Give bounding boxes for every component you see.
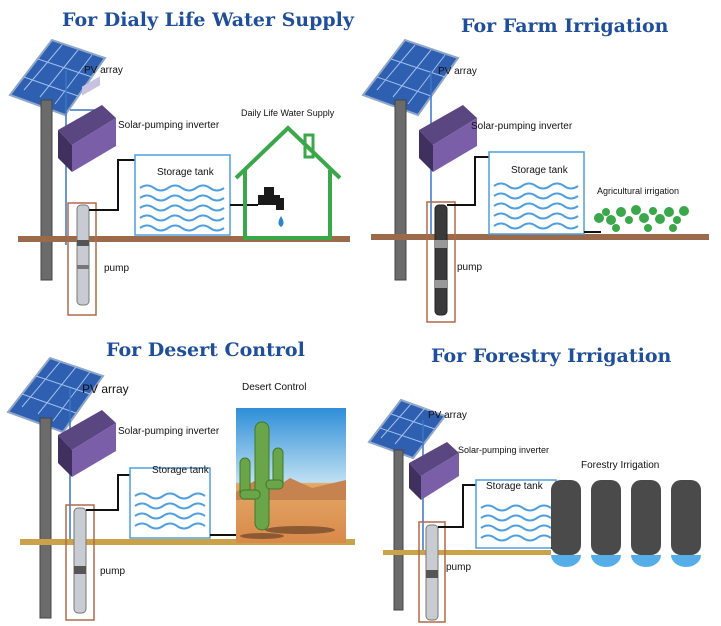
pole bbox=[39, 417, 52, 619]
inverter-icon bbox=[419, 105, 477, 172]
pole bbox=[394, 99, 407, 281]
pole bbox=[393, 449, 404, 611]
use-label: Agricultural irrigation bbox=[597, 186, 680, 196]
inverter-label: Solar-pumping inverter bbox=[118, 120, 220, 131]
well bbox=[418, 521, 446, 623]
storage-tank-label: Storage tank bbox=[486, 481, 543, 492]
storage-tank-icon bbox=[475, 479, 557, 549]
solar-panel-icon bbox=[361, 38, 460, 117]
daily-water-diagram bbox=[8, 38, 350, 316]
pv-array-label: PV array bbox=[438, 66, 477, 77]
storage-tank-icon bbox=[129, 467, 211, 539]
pump-label: pump bbox=[100, 566, 126, 577]
use-label: Forestry Irrigation bbox=[581, 460, 660, 471]
solar-panel-icon bbox=[367, 398, 447, 460]
pv-array-label: PV array bbox=[82, 382, 129, 396]
well bbox=[67, 202, 97, 316]
pv-array-label: PV array bbox=[428, 410, 467, 421]
pump-label: pump bbox=[457, 262, 483, 273]
desert-scene-image bbox=[236, 408, 346, 543]
panel-farm-irrigation: For Farm Irrigation PV array Solar-pumpi… bbox=[361, 0, 721, 330]
storage-tank-icon bbox=[134, 154, 231, 236]
inverter-icon bbox=[58, 76, 116, 172]
panel-daily-water-supply: For Dialy Life Water Supply PV array Sol… bbox=[0, 0, 360, 320]
storage-tank-label: Storage tank bbox=[157, 167, 214, 178]
inverter-label: Solar-pumping inverter bbox=[458, 445, 550, 455]
pole bbox=[40, 99, 53, 281]
inverter-label: Solar-pumping inverter bbox=[471, 121, 573, 132]
ground bbox=[18, 236, 350, 242]
panel-title: For Dialy Life Water Supply bbox=[62, 9, 354, 31]
farm-irrigation-diagram bbox=[361, 38, 709, 323]
use-label: Daily Life Water Supply bbox=[241, 108, 335, 118]
ground bbox=[383, 550, 551, 555]
panel-title: For Desert Control bbox=[106, 339, 305, 361]
inverter-label: Solar-pumping inverter bbox=[118, 426, 220, 437]
use-label: Desert Control bbox=[242, 382, 307, 393]
storage-tank-icon bbox=[488, 151, 585, 235]
pump-label: pump bbox=[104, 263, 130, 274]
pump-icon bbox=[434, 204, 448, 316]
ground bbox=[20, 539, 355, 545]
pump-icon bbox=[73, 507, 87, 614]
pump-icon bbox=[76, 204, 90, 306]
pv-array-label: PV array bbox=[84, 65, 123, 76]
house-icon bbox=[234, 125, 342, 240]
panel-title: For Forestry Irrigation bbox=[431, 345, 672, 367]
well bbox=[426, 201, 456, 323]
storage-tank-label: Storage tank bbox=[152, 465, 209, 476]
ground bbox=[371, 234, 709, 240]
storage-tank-label: Storage tank bbox=[511, 165, 568, 176]
forestry-irrigation-diagram bbox=[367, 398, 701, 623]
panel-desert-control: For Desert Control PV array Solar-pumpin… bbox=[0, 330, 360, 626]
trees-icon bbox=[551, 480, 701, 567]
well bbox=[65, 504, 95, 621]
cactus-icon bbox=[239, 421, 284, 531]
inverter-icon bbox=[58, 410, 116, 477]
desert-control-diagram bbox=[6, 356, 355, 621]
panel-title: For Farm Irrigation bbox=[461, 15, 669, 37]
inverter-icon bbox=[409, 442, 459, 500]
panel-forestry-irrigation: For Forestry Irrigation PV array Solar-p… bbox=[361, 330, 721, 626]
crops-icon bbox=[594, 205, 689, 232]
pump-icon bbox=[425, 524, 439, 621]
pump-label: pump bbox=[446, 562, 472, 573]
